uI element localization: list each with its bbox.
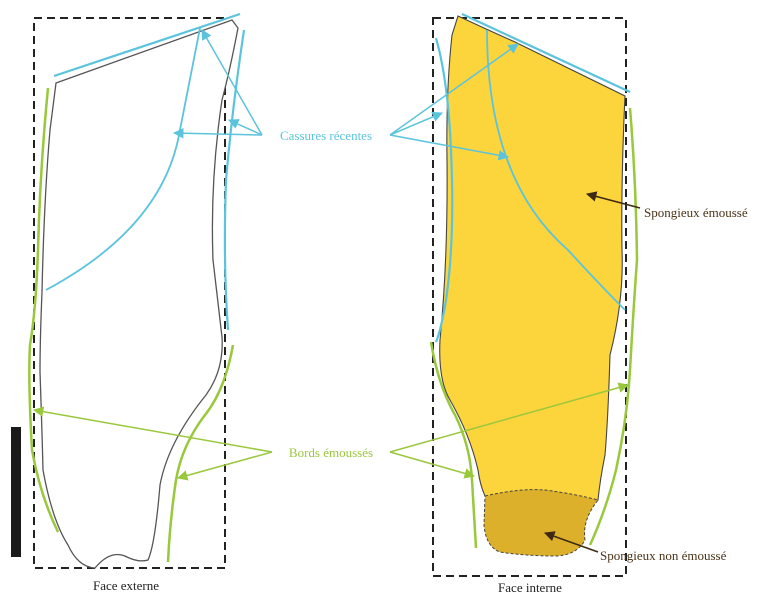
arrow-icon <box>585 191 641 209</box>
spongy-blunted-area <box>439 15 626 501</box>
recent-break-line <box>53 12 241 78</box>
external-face-outline <box>39 19 239 569</box>
blunted-edge-line <box>588 107 639 546</box>
recent-break-line <box>461 13 631 93</box>
internal-face-label: Face interne <box>498 580 562 594</box>
recent-breaks-label: Cassures récentes <box>280 128 372 143</box>
spongy-blunted-label: Spongieux émoussé <box>644 205 748 220</box>
arrow-icon <box>176 451 273 481</box>
recent-break-line <box>45 27 201 291</box>
arrow-icon <box>389 43 519 136</box>
spongy-not-blunted-area <box>483 489 599 557</box>
arrow-icon <box>389 382 630 453</box>
scale-bar <box>11 427 21 557</box>
external-face-label: Face externe <box>93 578 159 593</box>
spongy-not-blunted-label: Spongieux non émoussé <box>600 548 727 563</box>
blunted-edge-line <box>166 344 235 563</box>
recent-break-line <box>434 37 454 343</box>
arrow-icon <box>228 119 263 136</box>
blunted-edge-line <box>429 341 478 549</box>
arrow-icon <box>389 111 443 136</box>
arrow-icon <box>389 451 476 479</box>
arrow-icon <box>389 134 510 161</box>
internal-face-frame <box>432 17 627 577</box>
arrow-icon <box>544 531 599 553</box>
blunted-edge-line <box>28 87 60 533</box>
arrow-icon <box>172 127 263 139</box>
arrow-icon <box>201 29 263 136</box>
arrow-icon <box>32 406 273 453</box>
recent-break-line <box>486 29 626 311</box>
recent-break-line <box>223 29 246 331</box>
blunted-edges-label: Bords émoussés <box>289 445 373 460</box>
external-face-frame <box>33 17 226 569</box>
